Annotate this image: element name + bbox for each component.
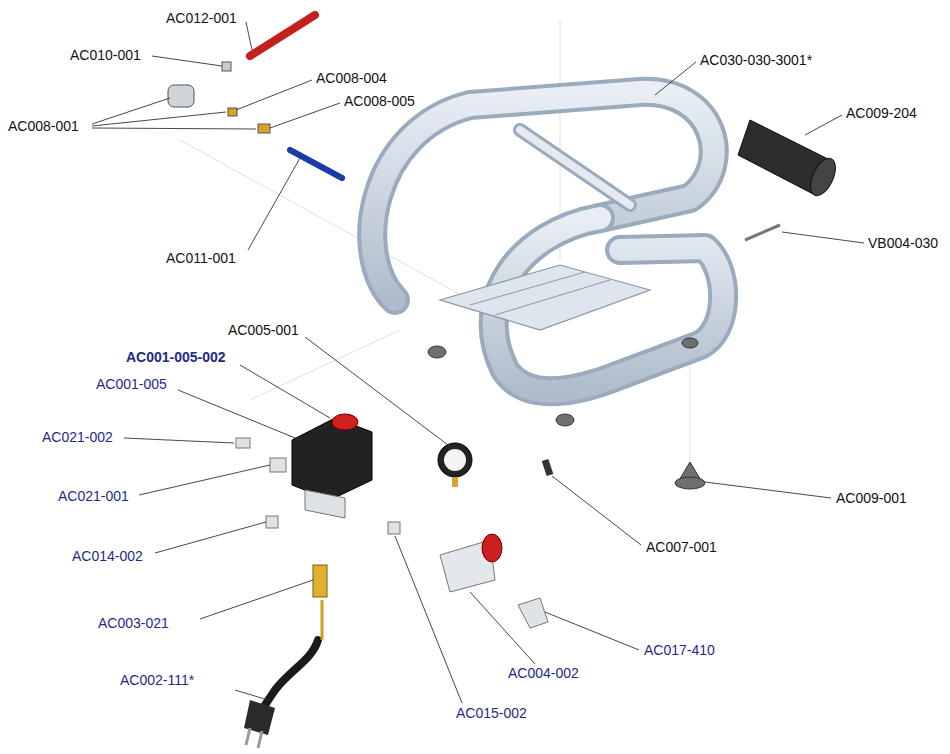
leader-line	[178, 390, 300, 440]
grip-end	[805, 155, 840, 200]
feet	[428, 338, 705, 489]
fitting	[228, 108, 237, 116]
part-number: AC010-001	[70, 47, 141, 63]
leader-line	[240, 365, 330, 418]
gauge-stem	[452, 477, 458, 487]
part-number: AC007-001	[646, 539, 717, 555]
leader-line	[152, 56, 222, 66]
leader-line	[305, 337, 452, 448]
coupling	[168, 85, 194, 107]
part-number: AC008-001	[8, 118, 79, 134]
blue-hose-rod	[290, 150, 342, 178]
switch-housing	[292, 418, 372, 500]
leader-line	[805, 115, 842, 135]
cross-bar	[520, 130, 630, 205]
pressure-gauge	[438, 443, 472, 477]
part-number: AC021-001	[58, 488, 129, 504]
fitting	[258, 124, 270, 133]
cable-gland	[313, 565, 327, 597]
construction-line	[180, 140, 470, 300]
leader-line	[92, 98, 256, 129]
construction-line	[250, 330, 400, 400]
fitting	[236, 438, 250, 448]
part-number: AC005-001	[228, 322, 299, 338]
red-hose-rod	[250, 15, 315, 56]
leader-line	[155, 522, 266, 553]
part-number: AC030-030-3001*	[700, 52, 812, 68]
part-number: AC003-021	[98, 615, 169, 631]
leader-line	[246, 22, 252, 50]
leader-line	[248, 158, 300, 250]
leader-line	[235, 690, 268, 700]
leader-line	[705, 482, 831, 498]
cross-bar	[520, 130, 630, 205]
part-number: VB004-030	[868, 235, 938, 251]
plate-slot	[470, 272, 610, 315]
leader-lines	[92, 22, 864, 703]
part-number: AC021-002	[42, 429, 113, 445]
screw	[745, 225, 780, 240]
leader-line	[200, 580, 313, 619]
part-number: AC017-410	[644, 642, 715, 658]
part-number: AC001-005-002	[126, 349, 226, 365]
fitting	[222, 62, 231, 71]
fitting	[270, 458, 286, 472]
pressure-switch	[292, 414, 372, 518]
part-number: AC015-002	[456, 705, 527, 721]
part-number: AC014-002	[72, 548, 143, 564]
fitting	[266, 516, 278, 528]
frame	[372, 92, 723, 391]
leader-line	[124, 438, 234, 443]
leader-line	[236, 80, 312, 110]
rubber-foot	[428, 346, 446, 358]
leader-line	[470, 592, 535, 664]
mounting-plate	[440, 265, 650, 330]
drain-valve	[545, 460, 550, 475]
safety-valve-cap	[482, 534, 502, 562]
part-number: AC012-001	[166, 10, 237, 26]
plug-pin	[246, 728, 262, 748]
rubber-foot	[675, 477, 705, 489]
part-number: AC009-204	[846, 105, 917, 121]
frame-tube	[372, 92, 714, 300]
leader-line	[552, 476, 641, 545]
handle-grip	[738, 120, 841, 199]
rubber-foot	[556, 414, 574, 426]
part-number: AC009-001	[836, 490, 907, 506]
switch-manifold	[305, 490, 345, 518]
part-number: AC011-001	[166, 250, 236, 266]
leader-line	[395, 536, 462, 703]
leader-line	[139, 465, 270, 495]
nipple-fitting	[388, 522, 400, 534]
gauge-face	[444, 449, 466, 471]
elbow-fitting	[518, 598, 548, 628]
leader-line	[655, 62, 696, 95]
leader-line	[545, 612, 639, 650]
part-number: AC002-111*	[120, 672, 194, 688]
part-number: AC008-004	[316, 70, 387, 86]
leader-line	[270, 103, 340, 128]
switch-knob	[332, 414, 358, 430]
power-cord	[265, 640, 318, 705]
part-number: AC001-005	[96, 376, 167, 392]
part-number: AC008-005	[344, 93, 415, 109]
frame-tube	[372, 92, 714, 300]
part-number: AC004-002	[508, 665, 579, 681]
rubber-foot	[682, 338, 698, 348]
leader-line	[782, 232, 864, 243]
wire-end	[321, 600, 324, 640]
